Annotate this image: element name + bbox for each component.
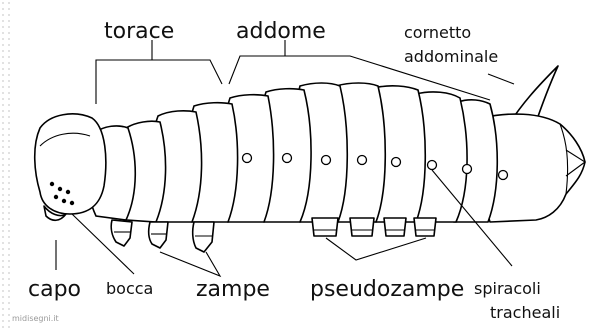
ocellus — [70, 201, 74, 205]
proleg — [384, 218, 406, 236]
proleg — [350, 218, 374, 236]
ocellus — [50, 182, 54, 186]
torace-bracket — [96, 60, 222, 104]
label-spiracoli-line-1: spiracoli — [474, 279, 541, 298]
label-spiracoli-line-2: tracheali — [490, 303, 560, 322]
spiracle — [322, 156, 331, 165]
zampe-leader — [160, 252, 220, 276]
caterpillar-body — [35, 66, 585, 252]
label-torace: torace — [104, 19, 174, 44]
label-capo: capo — [28, 277, 81, 302]
true-leg — [149, 222, 168, 248]
label-cornetto-line-1: cornetto — [404, 23, 471, 42]
spiracle — [463, 165, 472, 174]
spiracle — [283, 154, 292, 163]
cornetto-leader — [488, 74, 514, 84]
ocellus — [58, 187, 62, 191]
label-addome: addome — [236, 19, 326, 44]
ocellus — [54, 195, 58, 199]
spiracle — [392, 158, 401, 167]
label-pseudozampe: pseudozampe — [310, 277, 464, 302]
true-leg — [111, 220, 132, 246]
spiracle — [499, 171, 508, 180]
proleg — [414, 218, 436, 236]
credit-text: midisegni.it — [12, 314, 59, 323]
ocellus — [66, 190, 70, 194]
spiracle — [243, 154, 252, 163]
pseudozampe-leader — [326, 238, 426, 260]
true-leg — [193, 222, 214, 252]
spiracle — [428, 161, 437, 170]
ocellus — [62, 199, 66, 203]
label-zampe: zampe — [196, 277, 270, 302]
spiracle — [358, 156, 367, 165]
label-cornetto-line-2: addominale — [404, 47, 498, 66]
proleg — [312, 218, 338, 236]
label-bocca: bocca — [106, 279, 153, 298]
head — [35, 114, 106, 214]
